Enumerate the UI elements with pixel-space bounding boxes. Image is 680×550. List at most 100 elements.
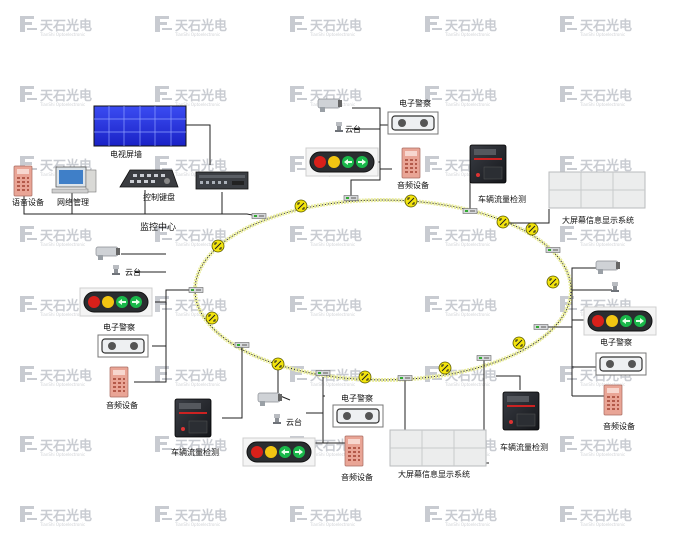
vehicle-detector-icon-bottom-left [174, 398, 212, 438]
monitor-center-label: 监控中心 [140, 221, 176, 233]
traffic-signal-right [583, 306, 657, 336]
svg-text:天石光电: 天石光电 [310, 228, 362, 244]
svg-text:TianShi Optoelectronic: TianShi Optoelectronic [174, 102, 220, 107]
svg-text:天石光电: 天石光电 [40, 438, 92, 454]
svg-text:天石光电: 天石光电 [445, 18, 497, 34]
svg-text:天石光电: 天石光电 [580, 88, 632, 104]
connection-lines [23, 107, 612, 464]
control-keyboard-icon [119, 169, 179, 188]
svg-text:天石光电: 天石光电 [175, 88, 227, 104]
svg-text:天石光电: 天石光电 [445, 228, 497, 244]
svg-text:天石光电: 天石光电 [175, 228, 227, 244]
svg-text:TianShi Optoelectronic: TianShi Optoelectronic [444, 312, 490, 317]
svg-text:TianShi Optoelectronic: TianShi Optoelectronic [39, 32, 85, 37]
audio-device-label-left: 音频设备 [106, 400, 138, 410]
svg-text:TianShi Optoelectronic: TianShi Optoelectronic [39, 382, 85, 387]
vehicle-detect-label-bottom-left: 车辆流量检测 [171, 447, 219, 457]
ptz-label-left: 云台 [125, 267, 141, 277]
svg-text:天石光电: 天石光电 [310, 18, 362, 34]
audio-device-label-right: 音频设备 [603, 421, 635, 431]
camera-icon-bottom [257, 392, 283, 407]
svg-text:TianShi Optoelectronic: TianShi Optoelectronic [39, 452, 85, 457]
svg-text:天石光电: 天石光电 [580, 508, 632, 524]
audio-device-icon-left [109, 366, 129, 398]
traffic-signal-left [79, 287, 153, 317]
vehicle-detect-label-top: 车辆流量检测 [478, 194, 526, 204]
svg-text:TianShi Optoelectronic: TianShi Optoelectronic [39, 522, 85, 527]
svg-text:天石光电: 天石光电 [40, 88, 92, 104]
svg-text:TianShi Optoelectronic: TianShi Optoelectronic [174, 382, 220, 387]
svg-text:TianShi Optoelectronic: TianShi Optoelectronic [579, 382, 625, 387]
svg-text:天石光电: 天石光电 [175, 508, 227, 524]
svg-text:天石光电: 天石光电 [40, 508, 92, 524]
svg-text:天石光电: 天石光电 [40, 298, 92, 314]
svg-text:TianShi Optoelectronic: TianShi Optoelectronic [39, 102, 85, 107]
audio-device-label-top: 音频设备 [397, 180, 429, 190]
e-police-camera-left [97, 334, 149, 358]
svg-text:天石光电: 天石光电 [175, 438, 227, 454]
svg-text:TianShi Optoelectronic: TianShi Optoelectronic [309, 242, 355, 247]
svg-text:TianShi Optoelectronic: TianShi Optoelectronic [444, 32, 490, 37]
audio-device-icon-right [603, 384, 623, 416]
svg-text:TianShi Optoelectronic: TianShi Optoelectronic [444, 242, 490, 247]
camera-icon-top [317, 98, 343, 113]
svg-text:天石光电: 天石光电 [445, 88, 497, 104]
svg-text:TianShi Optoelectronic: TianShi Optoelectronic [579, 102, 625, 107]
svg-text:天石光电: 天石光电 [175, 158, 227, 174]
svg-text:天石光电: 天石光电 [175, 298, 227, 314]
audio-device-icon-bottom [344, 435, 364, 467]
traffic-signal-bottom [242, 437, 316, 467]
svg-text:天石光电: 天石光电 [580, 228, 632, 244]
big-screen-display-right [548, 171, 646, 209]
svg-text:TianShi Optoelectronic: TianShi Optoelectronic [579, 522, 625, 527]
traffic-signal-top [305, 147, 379, 177]
ring-nodes [205, 194, 560, 384]
camera-icon-left [95, 246, 121, 261]
svg-text:天石光电: 天石光电 [310, 508, 362, 524]
svg-text:TianShi Optoelectronic: TianShi Optoelectronic [39, 312, 85, 317]
svg-text:天石光电: 天石光电 [175, 18, 227, 34]
big-screen-display-bottom [389, 429, 487, 467]
svg-text:TianShi Optoelectronic: TianShi Optoelectronic [444, 102, 490, 107]
svg-text:TianShi Optoelectronic: TianShi Optoelectronic [174, 312, 220, 317]
big-screen-label-bottom: 大屏幕信息显示系统 [398, 469, 470, 479]
svg-text:TianShi Optoelectronic: TianShi Optoelectronic [444, 172, 490, 177]
svg-text:TianShi Optoelectronic: TianShi Optoelectronic [174, 522, 220, 527]
big-screen-label-right: 大屏幕信息显示系统 [562, 215, 634, 225]
video-wall [93, 105, 187, 147]
e-police-label-right: 电子警察 [600, 337, 632, 347]
svg-text:天石光电: 天石光电 [40, 228, 92, 244]
ptz-icon-left [112, 265, 120, 275]
voice-device-label: 语音设备 [12, 197, 44, 207]
matrix-switcher-icon [195, 171, 249, 190]
control-keyboard-label: 控制键盘 [143, 192, 175, 202]
svg-text:TianShi Optoelectronic: TianShi Optoelectronic [309, 312, 355, 317]
svg-text:天石光电: 天石光电 [175, 368, 227, 384]
camera-icon-right [595, 260, 621, 275]
svg-text:TianShi Optoelectronic: TianShi Optoelectronic [174, 242, 220, 247]
e-police-camera-top [387, 111, 439, 135]
svg-text:天石光电: 天石光电 [445, 298, 497, 314]
